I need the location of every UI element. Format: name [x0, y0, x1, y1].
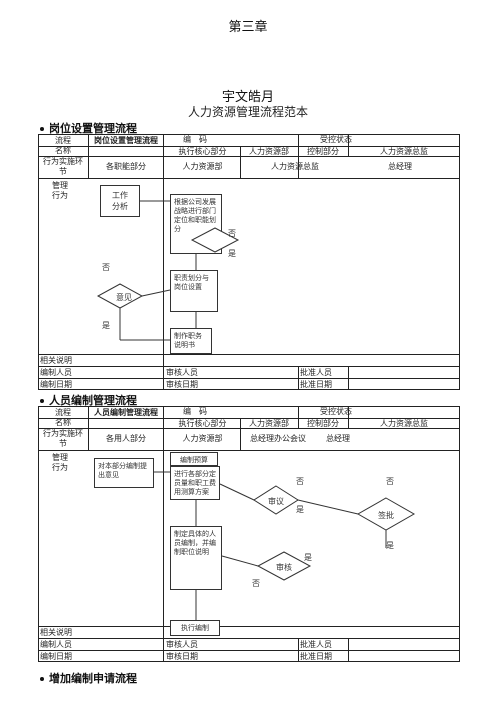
column-gm-office: 总经理办公会议	[250, 434, 306, 443]
control-status-label: 受控状态	[320, 135, 352, 144]
label-yes-1: 是	[102, 321, 110, 330]
diamond-label-review-2: 审议	[268, 497, 284, 506]
flow-name-label: 流程 名称	[55, 136, 71, 155]
control-part-label-2: 控制部分	[307, 419, 339, 428]
label-yes-3: 是	[296, 505, 304, 514]
box-execute-staffing: 执行编制	[170, 620, 220, 636]
hr-director-label: 人力资源总监	[380, 147, 428, 156]
bullet-icon	[40, 127, 44, 131]
editor-label: 编制人员	[40, 368, 72, 377]
control-part-label: 控制部分	[307, 147, 339, 156]
approve-date-label-2: 批准日期	[300, 652, 332, 661]
edit-date-label: 编制日期	[40, 380, 72, 389]
section-heading-staffing: 人员编制管理流程	[40, 392, 137, 408]
diamond-review-gm-office	[253, 485, 299, 515]
diamond-label-approve: 签批	[378, 511, 394, 520]
label-no-4: 否	[386, 477, 394, 486]
column-gm-2: 总经理	[326, 434, 350, 443]
diamond-audit	[256, 551, 312, 581]
review-date-label: 审核日期	[166, 380, 198, 389]
approver-label-2: 批准人员	[300, 640, 332, 649]
section-heading-add-staffing: 增加编制申请流程	[40, 670, 137, 686]
chapter-heading: 第三章	[228, 20, 268, 35]
related-notes-label-2: 相关说明	[40, 628, 72, 637]
edit-date-label-2: 编制日期	[40, 652, 72, 661]
label-yes-5: 是	[304, 553, 312, 562]
stage-label-2: 行为实施环节	[43, 429, 83, 448]
column-hr-dept: 人力资源部	[182, 162, 223, 171]
box-job-description: 制作职务说明书	[170, 328, 212, 354]
flow-table-staffing	[38, 406, 460, 662]
hr-dept-label-2: 人力资源部	[249, 419, 289, 428]
column-hr-director: 人力资源总监	[271, 162, 319, 171]
column-using-depts: 各用人部分	[106, 434, 146, 443]
approve-date-label: 批准日期	[300, 380, 332, 389]
box-cost-analysis: 进行各部分定员量和职工费用测算方案	[170, 466, 220, 500]
review-date-label-2: 审核日期	[166, 652, 198, 661]
mgmt-behavior-label-2: 管理 行为	[52, 453, 68, 472]
column-hr-dept-2: 人力资源部	[182, 434, 223, 443]
code-label: 编 码	[183, 135, 207, 144]
hr-director-label-2: 人力资源总监	[380, 419, 428, 428]
bullet-icon	[40, 677, 44, 681]
bullet-icon	[40, 399, 44, 403]
box-budget: 编制预算	[170, 452, 218, 466]
label-no-5: 否	[252, 579, 260, 588]
flow-name-value: 岗位设置管理流程	[94, 136, 158, 145]
diamond-label-review: 意见	[116, 293, 132, 302]
reviewer-label: 审核人员	[166, 368, 198, 377]
diamond-review-2	[190, 227, 240, 253]
box-define-staffing: 制定具体的人员编制，并编制职位说明	[170, 526, 222, 590]
flow-name-label-2: 流程 名称	[55, 408, 71, 427]
label-yes-2: 是	[228, 249, 236, 258]
exec-core-label-2: 执行核心部分	[178, 419, 227, 428]
code-label-2: 编 码	[183, 407, 207, 416]
box-dept-opinion: 对本部分编制提出意见	[94, 458, 154, 488]
reviewer-label-2: 审核人员	[166, 640, 198, 649]
document-subtitle: 人力资源管理流程范本	[187, 105, 308, 119]
column-gm: 总经理	[388, 162, 412, 171]
label-yes-4: 是	[386, 541, 394, 550]
column-functional-depts: 各职能部分	[106, 162, 146, 171]
related-notes-label: 相关说明	[40, 356, 72, 365]
author-name: 宇文皓月	[221, 90, 274, 105]
flow-table-position-setting	[38, 134, 460, 390]
box-job-analysis: 工作 分析	[100, 185, 140, 217]
label-no-3: 否	[296, 477, 304, 486]
flow-name-value-2: 人员编制管理流程	[94, 408, 158, 417]
label-no-1: 否	[102, 263, 110, 272]
control-status-label-2: 受控状态	[320, 407, 352, 416]
approver-label: 批准人员	[300, 368, 332, 377]
exec-core-label: 执行核心部分	[178, 147, 227, 156]
label-no-2: 否	[228, 229, 236, 238]
mgmt-behavior-label: 管理 行为	[52, 181, 68, 200]
hr-dept-label: 人力资源部	[249, 147, 289, 156]
section-heading-position-setting: 岗位设置管理流程	[40, 120, 137, 136]
box-duty-division: 职责划分与岗位设置	[170, 270, 218, 312]
diamond-label-audit: 审核	[276, 563, 292, 572]
stage-label: 行为实施环节	[43, 157, 83, 176]
editor-label-2: 编制人员	[40, 640, 72, 649]
